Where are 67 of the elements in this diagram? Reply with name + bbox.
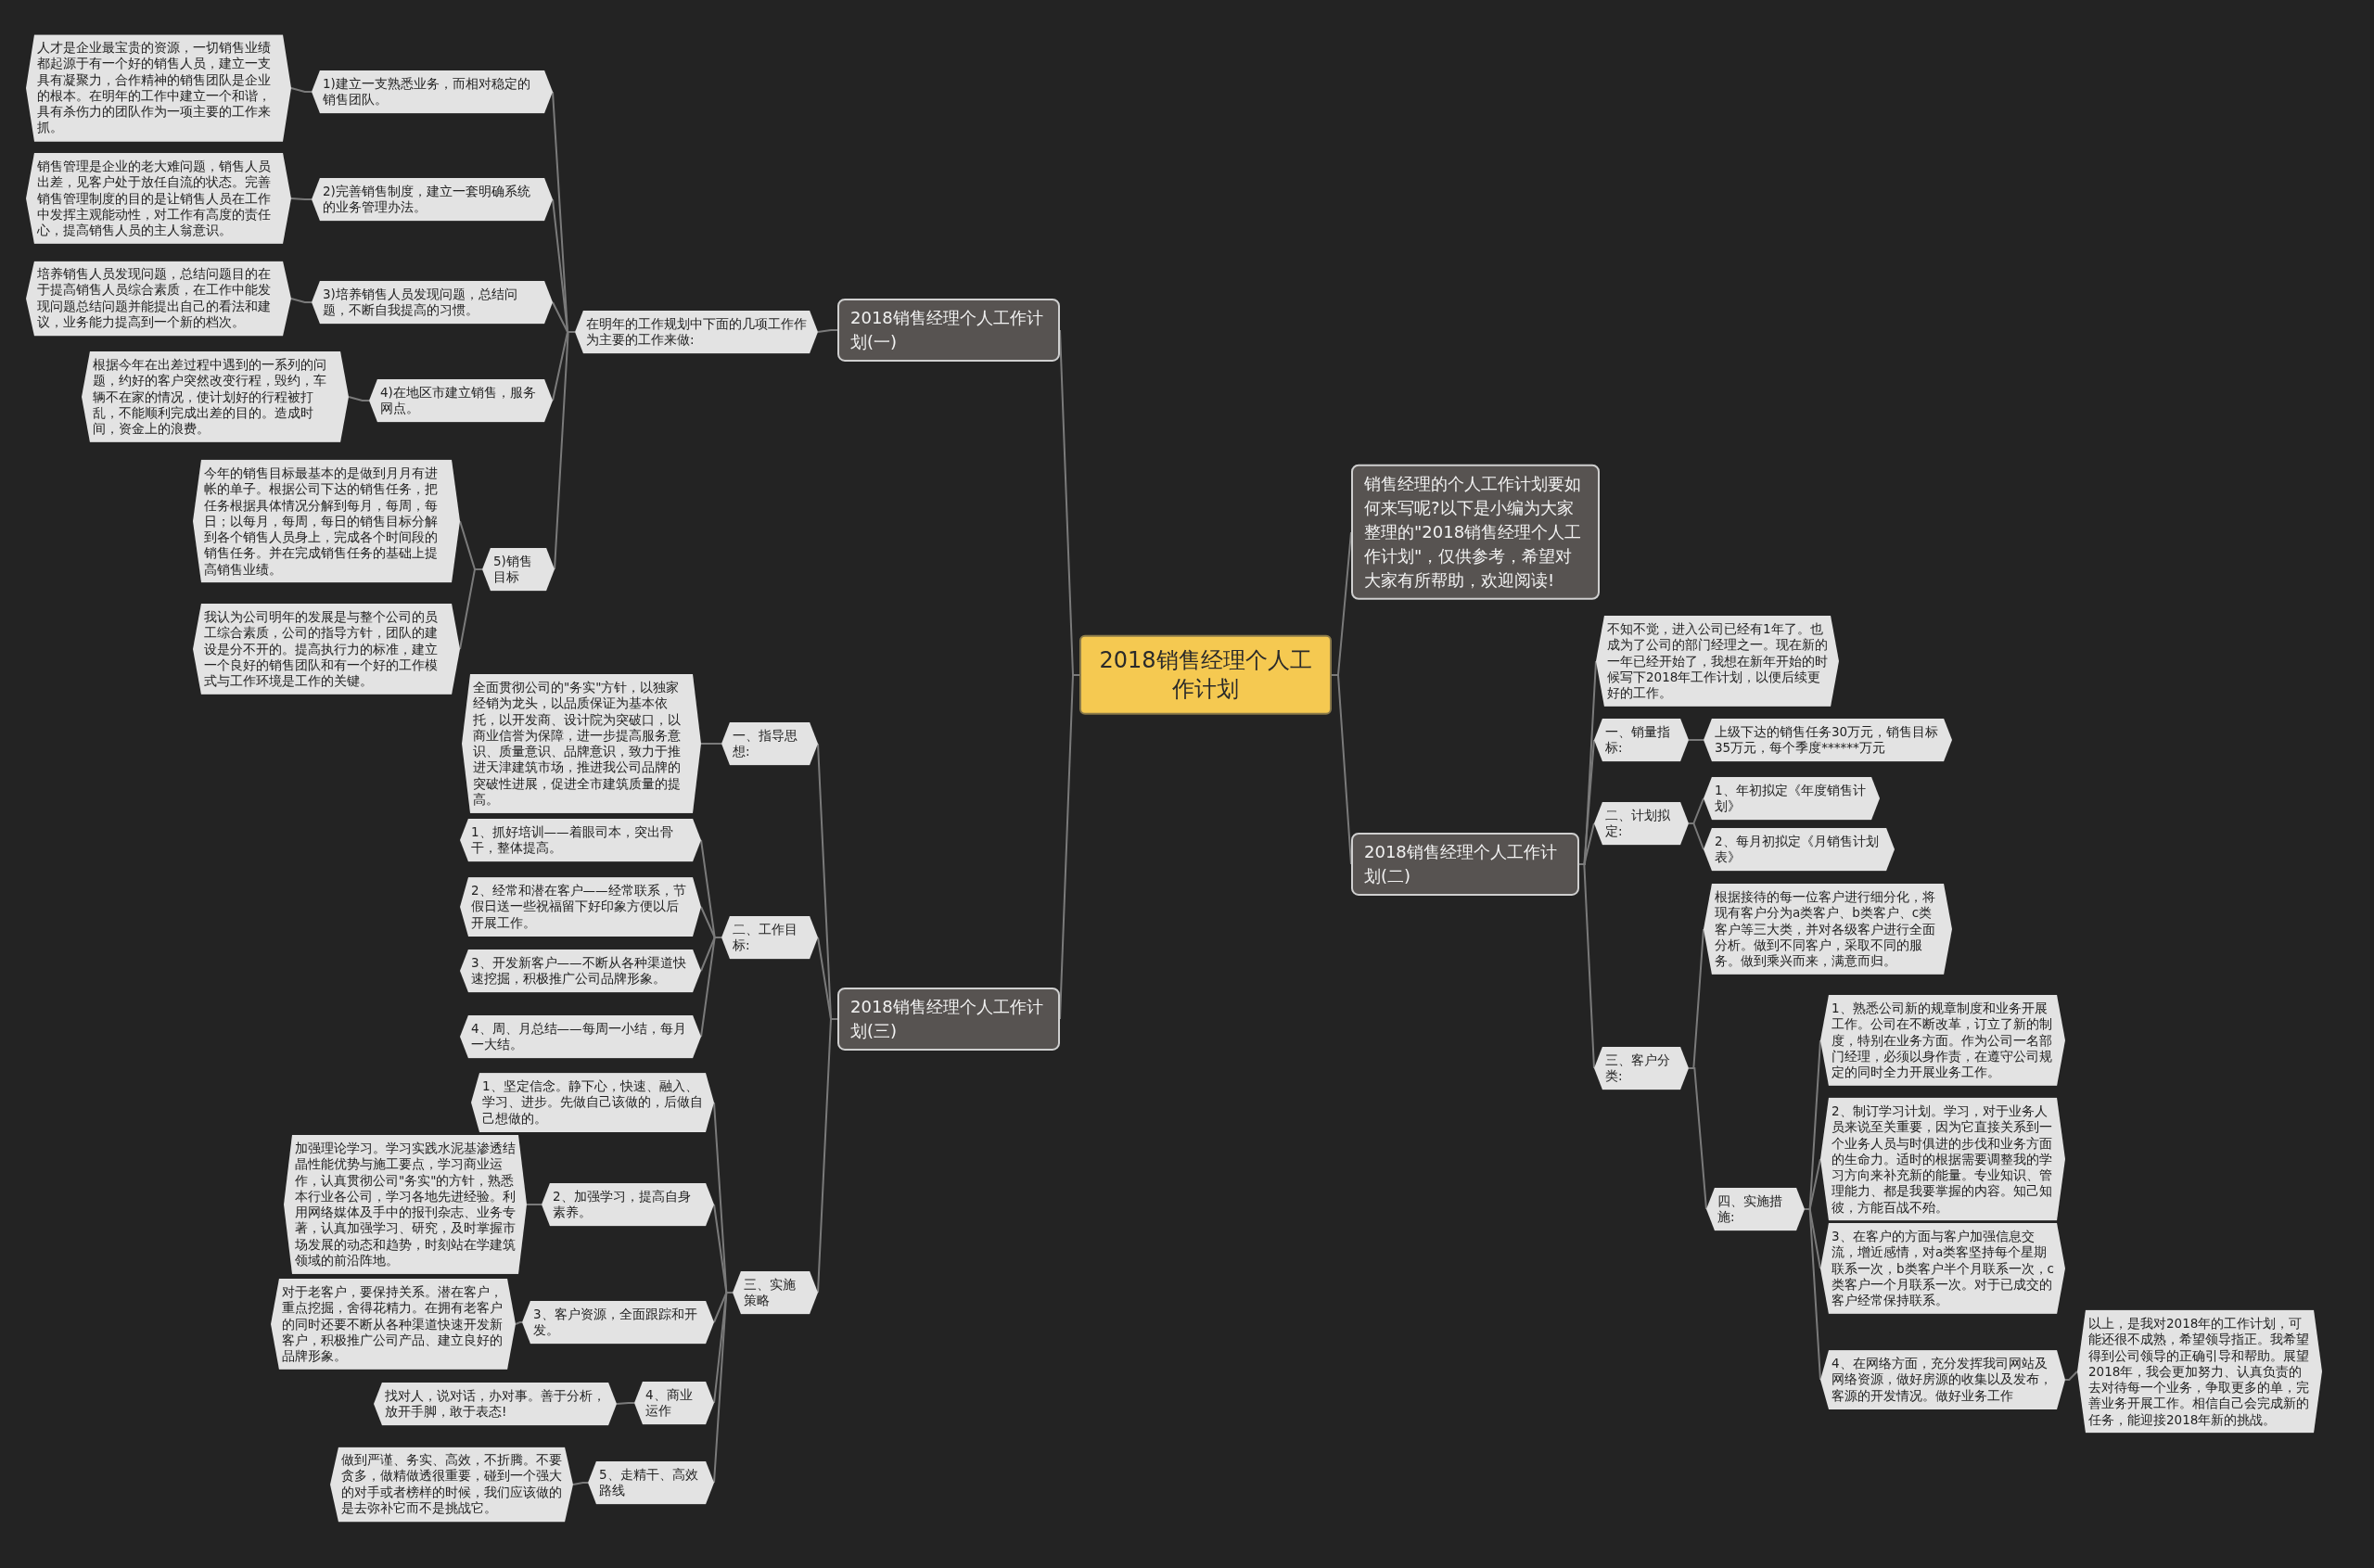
subtopic-node: 1)建立一支熟悉业务，而相对稳定的销售团队。 xyxy=(312,70,553,114)
connector-line xyxy=(700,743,722,745)
subtopic-node: 1、熟悉公司新的规章制度和业务开展工作。公司在不断改革，订立了新的制度，特别在业务方面。作为公司一名部门经理，必须以身作责，在遵守公司规定的同时全力开展业务工作。 xyxy=(1820,994,2065,1087)
connector-line xyxy=(817,1018,838,1294)
connector-line xyxy=(526,1204,542,1205)
connector-line xyxy=(713,1292,734,1484)
branch-topic: 2018销售经理个人工作计划(一) xyxy=(837,298,1060,363)
subtopic-node: 在明年的工作规划中下面的几项工作作为主要的工作来做: xyxy=(575,310,818,354)
subtopic-node: 3、在客户的方面与客户加强信息交流，增近感情，对a类客坚持每个星期联系一次，b类客户半个月联系一次，c类客户一个月联系一次。对于已成交的客户经常保持联系。 xyxy=(1820,1222,2065,1315)
connector-line xyxy=(290,298,313,303)
subtopic-node: 1、年初拟定《年度销售计划》 xyxy=(1704,776,1880,821)
connector-line xyxy=(515,1321,523,1325)
connector-line xyxy=(616,1402,635,1405)
subtopic-node: 一、指导思想: xyxy=(721,721,818,766)
connector-line xyxy=(290,87,313,93)
subtopic-node: 根据今年在出差过程中遇到的一系列的问题，约好的客户突然改变行程，毁约，车辆不在家的情况，使计划好的行程被打乱，不能顺利完成出差的目的。造成时间，资金上的浪费。 xyxy=(82,351,349,443)
subtopic-node: 加强理论学习。学习实践水泥基渗透结晶性能优势与施工要点，学习商业运作，认真贯彻公司"务实"的方针，熟悉本行业各公司，学习各地先进经验。利用网络媒体及手中的报刊杂志、业务专著，认真加强学习、研究，及时掌握市场发展的动态和趋势，时刻站在学建筑领域的前沿阵地。 xyxy=(284,1134,527,1275)
subtopic-node: 上级下达的销售任务30万元，销售目标35万元，每个季度******万元 xyxy=(1704,718,1952,762)
subtopic-node: 5)销售目标 xyxy=(482,547,555,592)
subtopic-node: 2、制订学习计划。学习，对于业务人员来说至关重要，因为它直接关系到一个业务人员与时俱进的步伐和业务方面的生命力。适时的根据需要调整我的学习方向来补充新的能量。专业知识、管理能力、都是我要掌握的内容。知己知彼，方能百战不殆。 xyxy=(1820,1097,2065,1221)
subtopic-node: 二、工作目标: xyxy=(721,915,818,960)
branch-topic: 销售经理的个人工作计划要如何来写呢?以下是小编为大家整理的"2018销售经理个人工作计划"，仅供参考，希望对大家有所帮助，欢迎阅读! xyxy=(1351,464,1600,601)
subtopic-node: 不知不觉，进入公司已经有1年了。也成为了公司的部门经理之一。现在新的一年已经开始了，我想在新年开始的时候写下2018年工作计划，以便后续更好的工作。 xyxy=(1596,615,1839,708)
subtopic-node: 人才是企业最宝贵的资源，一切销售业绩都起源于有一个好的销售人员，建立一支具有凝聚力，合作精神的销售团队是企业的根本。在明年的工作中建立一个和谐，具有杀伤力的团队作为一项主要的工作来抓。 xyxy=(26,34,291,142)
connector-line xyxy=(817,329,838,333)
connector-line xyxy=(1688,739,1704,741)
connector-line xyxy=(554,331,576,570)
subtopic-node: 以上，是我对2018年的工作计划，可能还很不成熟，希望领导指正。我希望得到公司领导的正确引导和帮助。展望2018年，我会更加努力、认真负责的去对待每一个业务，争取更多的单，完善业务开展工作。相信自己会完成新的任务，能迎接2018年新的挑战。 xyxy=(2077,1309,2322,1434)
subtopic-node: 3、客户资源，全面跟踪和开发。 xyxy=(522,1300,714,1345)
connector-line xyxy=(572,1482,589,1485)
subtopic-node: 4)在地区市建立销售，服务网点。 xyxy=(369,378,553,423)
subtopic-node: 全面贯彻公司的"务实"方针，以独家经销为龙头，以品质保证为基本依托，以开发商、设计院为突破口，以商业信誉为保障，进一步提高服务意识、质量意识、品牌意识，致力于推进天津建筑市场，推进我公司品牌的突破性进展，促进全市建筑质量的提高。 xyxy=(462,673,701,814)
subtopic-node: 做到严谨、务实、高效，不折腾。不要贪多，做精做透很重要，碰到一个强大的对手或者榜样的时候，我们应该做的是去弥补它而不是挑战它。 xyxy=(330,1447,573,1523)
subtopic-node: 根据接待的每一位客户进行细分化，将现有客户分为a类客户、b类客户、c类客户等三大类，并对各级客户进行全面分析。做到不同客户，采取不同的服务。做到乘兴而来，满意而归。 xyxy=(1704,883,1952,975)
subtopic-node: 培养销售人员发现问题，总结问题目的在于提高销售人员综合素质，在工作中能发现问题总结问题并能提出自己的看法和建议，业务能力提高到一个新的档次。 xyxy=(26,261,291,337)
subtopic-node: 5、走精干、高效路线 xyxy=(588,1460,714,1505)
connector-line xyxy=(1059,674,1080,1020)
connector-line xyxy=(700,937,722,1038)
connector-line xyxy=(290,198,313,200)
subtopic-node: 对于老客户，要保持关系。潜在客户，重点挖掘，舍得花精力。在拥有老客户的同时还要不断从各种渠道快速开发新客户，积极推广公司产品、建立良好的品牌形象。 xyxy=(271,1278,516,1370)
branch-topic: 2018销售经理个人工作计划(三) xyxy=(837,987,1060,1052)
subtopic-node: 找对人，说对话，办对事。善于分析，放开手脚，敢于表态! xyxy=(374,1382,617,1426)
subtopic-node: 4、在网络方面，充分发挥我司网站及网络资源，做好房源的收集以及发布，客源的开发情况。做好业务工作 xyxy=(1820,1350,2065,1409)
connector-line xyxy=(2064,1370,2078,1381)
subtopic-node: 4、周、月总结——每周一小结，每月一大结。 xyxy=(460,1014,701,1059)
subtopic-node: 四、实施措施: xyxy=(1706,1187,1805,1231)
branch-topic: 2018销售经理个人工作计划(二) xyxy=(1351,832,1579,897)
subtopic-node: 二、计划拟定: xyxy=(1594,801,1689,846)
connector-line xyxy=(459,568,483,650)
subtopic-node: 1、坚定信念。静下心，快速、融入、学习、进步。先做自己该做的，后做自己想做的。 xyxy=(471,1073,714,1132)
subtopic-node: 1、抓好培训——着眼司本，突出骨干，整体提高。 xyxy=(460,818,701,862)
subtopic-node: 三、客户分类: xyxy=(1594,1046,1689,1090)
subtopic-node: 今年的销售目标最基本的是做到月月有进帐的单子。根据公司下达的销售任务，把任务根据具体情况分解到每月，每周，每日；以每月，每周，每日的销售目标分解到各个销售人员身上，完成各个时间段的销售任务。并在完成销售任务的基础上提高销售业绩。 xyxy=(193,459,460,583)
central-topic: 2018销售经理个人工作计划 xyxy=(1079,634,1332,716)
subtopic-node: 2、每月初拟定《月销售计划表》 xyxy=(1704,827,1895,872)
connector-line xyxy=(1331,674,1352,865)
subtopic-node: 三、实施策略 xyxy=(733,1270,818,1315)
subtopic-node: 4、商业运作 xyxy=(634,1381,714,1425)
subtopic-node: 2、加强学习，提高自身素养。 xyxy=(542,1182,714,1227)
subtopic-node: 2)完善销售制度，建立一套明确系统的业务管理办法。 xyxy=(312,177,553,222)
connector-line xyxy=(348,396,370,402)
subtopic-node: 3)培养销售人员发现问题，总结问题，不断自我提高的习惯。 xyxy=(312,280,553,325)
subtopic-node: 销售管理是企业的老大难问题，销售人员出差，见客户处于放任自流的状态。完善销售管理制度的目的是让销售人员在工作中发挥主观能动性，对工作有高度的责任心，提高销售人员的主人翁意识。 xyxy=(26,152,291,245)
subtopic-node: 3、开发新客户——不断从各种渠道快速挖掘，积极推广公司品牌形象。 xyxy=(460,949,701,993)
subtopic-node: 2、经常和潜在客户——经常联系，节假日送一些祝福留下好印象方便以后开展工作。 xyxy=(460,877,701,937)
subtopic-node: 我认为公司明年的发展是与整个公司的员工综合素质，公司的指导方针，团队的建设是分不开的。提高执行力的标准，建立一个良好的销售团队和有一个好的工作模式与工作环境是工作的关键。 xyxy=(193,603,460,695)
subtopic-node: 一、销量指标: xyxy=(1594,718,1689,762)
